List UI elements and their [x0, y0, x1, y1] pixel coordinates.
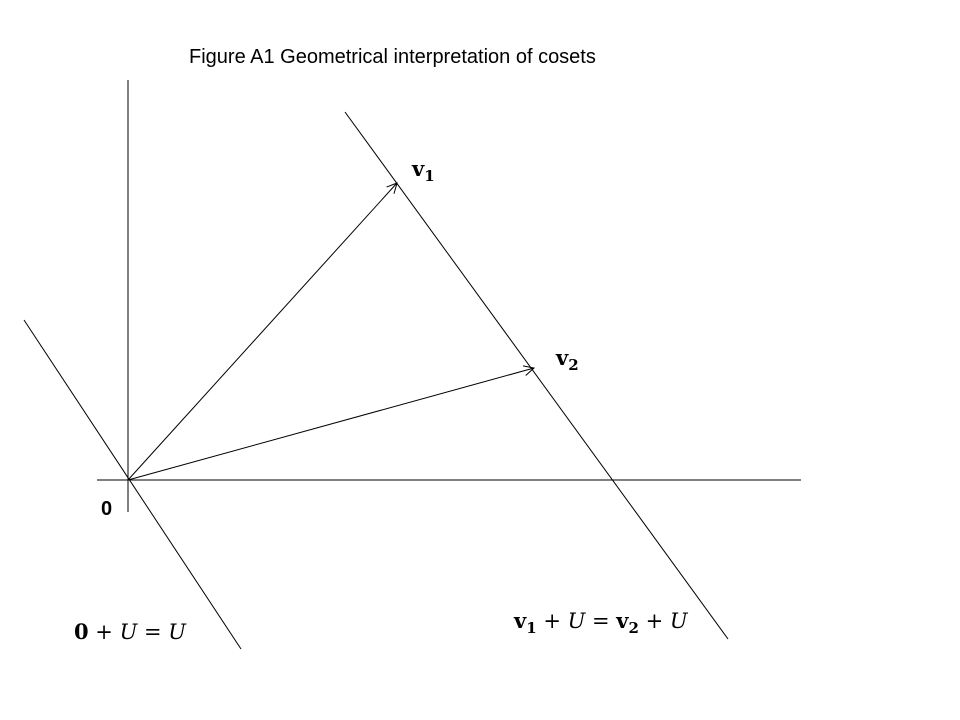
coset-v-label: v1 + U = v2 + U	[513, 608, 689, 637]
coset-zero-label: 0 + U = U	[74, 619, 187, 644]
vector-v2-arrow	[127, 368, 534, 481]
coset-line-v1-plus-u	[344, 111, 729, 640]
origin-label: 0	[101, 498, 112, 520]
figure-title: Figure A1 Geometrical interpretation of …	[189, 46, 596, 68]
vector-v1-label: v1	[411, 156, 435, 185]
vector-v1-arrow	[127, 183, 397, 481]
vector-v2-label: v2	[555, 345, 579, 374]
subspace-line-u	[23, 319, 242, 650]
